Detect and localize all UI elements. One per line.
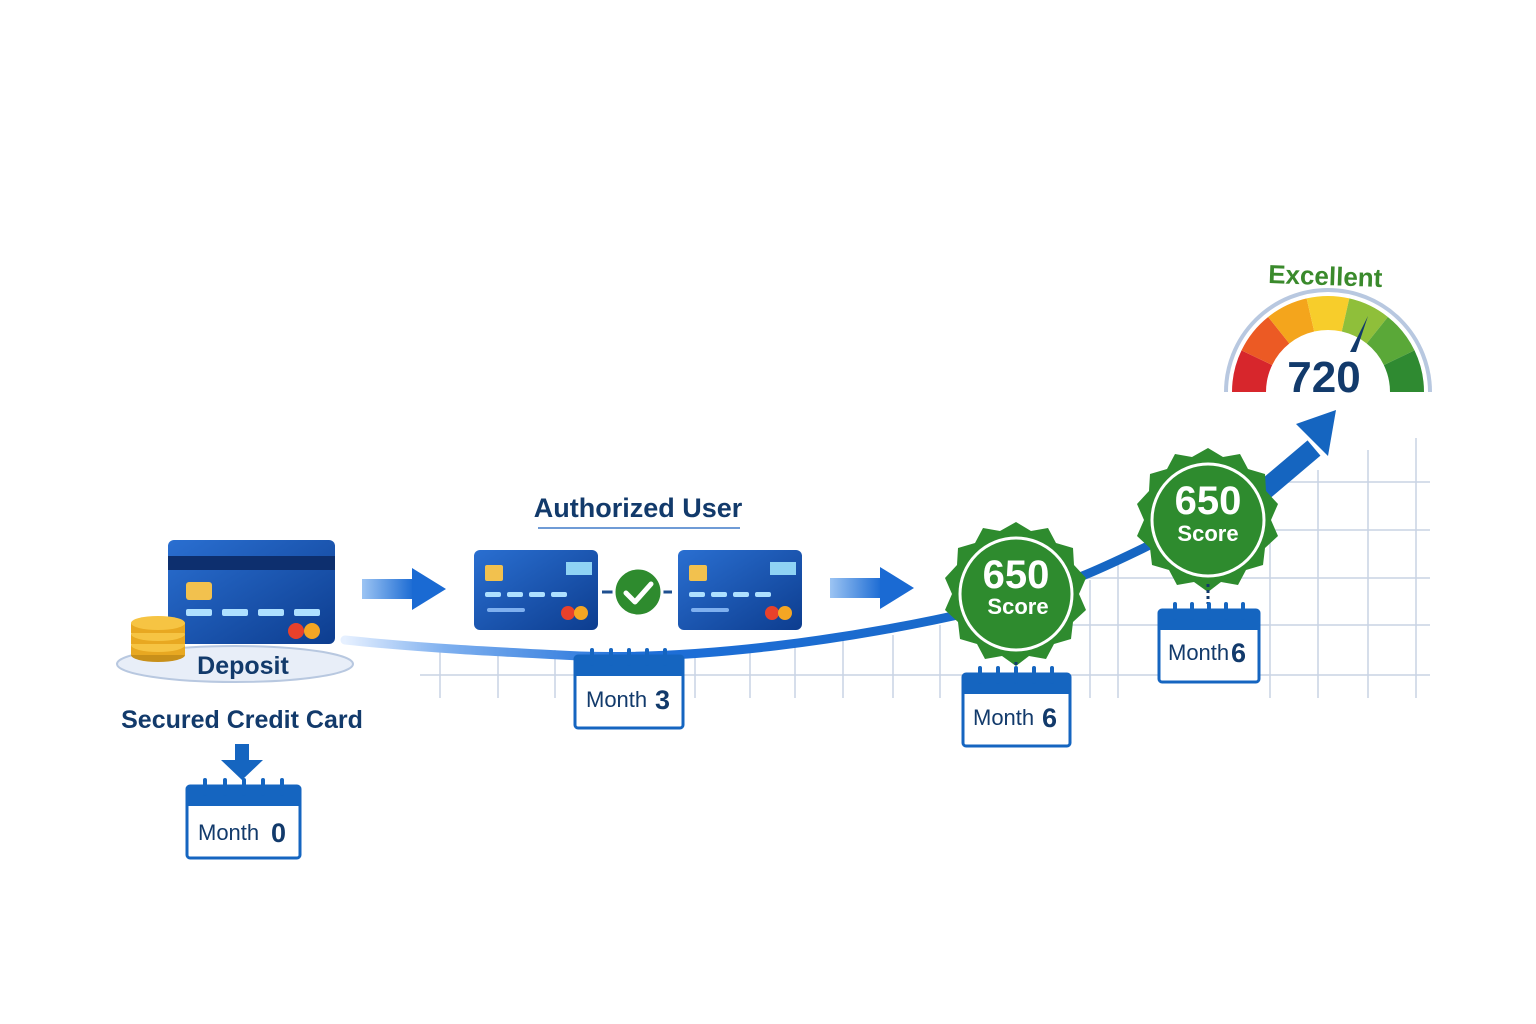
deposit-label: Deposit bbox=[197, 652, 289, 680]
growth-arrow-head bbox=[1296, 410, 1336, 456]
calendar-month-word: Month bbox=[586, 687, 647, 712]
growth-arrow bbox=[1255, 440, 1321, 500]
calendar-month-3: Month 3 bbox=[573, 648, 685, 730]
down-arrow-icon bbox=[221, 744, 263, 780]
calendar-month-word: Month bbox=[198, 820, 259, 845]
gauge-segment bbox=[1306, 295, 1350, 332]
calendar-month-number: 6 bbox=[1231, 638, 1246, 668]
gauge-outline bbox=[1224, 288, 1432, 393]
gauge-segment bbox=[1341, 298, 1388, 344]
gauge-segment bbox=[1241, 316, 1290, 366]
gauge-needle bbox=[1350, 316, 1368, 352]
badge-score-caption: Score bbox=[1177, 521, 1238, 546]
badge-seal bbox=[1137, 448, 1278, 592]
calendar-month-word: Month bbox=[1168, 640, 1229, 665]
secured-credit-card-title: Secured Credit Card bbox=[121, 706, 363, 734]
credit-card-icon bbox=[168, 540, 335, 644]
score-badge-step-4: 650 Score Month 6 bbox=[1137, 448, 1278, 684]
credit-score-gauge: Excellent 720 bbox=[1224, 259, 1432, 402]
checkmark-icon bbox=[612, 566, 664, 618]
badge-score-value: 650 bbox=[983, 553, 1050, 597]
badge-score-caption: Score bbox=[987, 594, 1048, 619]
gauge-segments bbox=[1232, 295, 1424, 392]
coin-stack-icon bbox=[131, 616, 185, 662]
right-arrow-icon bbox=[830, 567, 914, 609]
background-grid bbox=[420, 438, 1430, 698]
authorized-user-title: Authorized User bbox=[534, 493, 743, 523]
badge-score-value: 650 bbox=[1175, 479, 1242, 523]
gauge-segment bbox=[1383, 350, 1424, 392]
primary-card-icon bbox=[474, 550, 598, 630]
authorized-user-step: Authorized User bbox=[474, 493, 802, 730]
secured-credit-card-step: Deposit Secured Credit Card Month 0 bbox=[116, 540, 363, 860]
gauge-segment bbox=[1366, 316, 1415, 366]
calendar-month-number: 3 bbox=[655, 685, 670, 715]
calendar-month-0: Month 0 bbox=[185, 778, 302, 860]
calendar-month-word: Month bbox=[973, 705, 1034, 730]
gauge-rating-label: Excellent bbox=[1268, 259, 1383, 293]
calendar-month-6: Month 6 bbox=[961, 666, 1072, 748]
calendar-month-number: 6 bbox=[1042, 703, 1057, 733]
right-arrow-icon bbox=[362, 568, 446, 610]
calendar-month-number: 0 bbox=[271, 818, 286, 848]
gauge-score-value: 720 bbox=[1287, 353, 1360, 402]
gauge-segment bbox=[1232, 350, 1273, 392]
gauge-segment bbox=[1268, 298, 1315, 344]
secondary-card-icon bbox=[678, 550, 802, 630]
score-badge-step-3: 650 Score Month 6 bbox=[945, 522, 1086, 748]
calendar-month-6: Month 6 bbox=[1157, 602, 1261, 684]
badge-seal bbox=[945, 522, 1086, 666]
